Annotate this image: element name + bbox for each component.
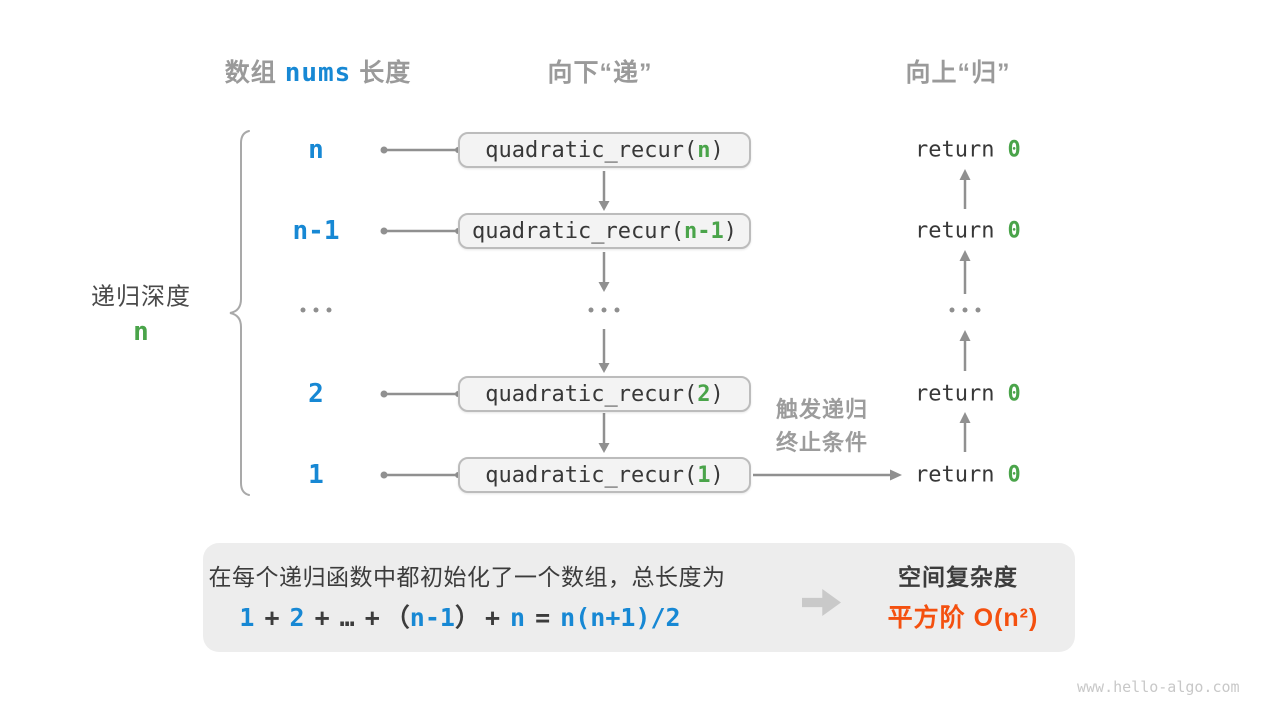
base-case-arrow	[753, 469, 902, 481]
call-text: quadratic_recur(	[472, 218, 684, 244]
call-close: )	[710, 381, 724, 407]
summary-panel	[203, 543, 1075, 652]
connector-row-n-1	[380, 227, 461, 235]
ascend-arrow-3	[959, 330, 971, 371]
base-case-note-line2: 终止条件	[775, 430, 869, 455]
recursion-depth-value: n	[133, 317, 149, 347]
call-box-n: quadratic_recur(n)	[458, 132, 751, 168]
space-complexity-value: 平方阶 O(n²)	[887, 604, 1039, 632]
summary-formula: 1+2+…+（n-1）+n=n(n+1)/2	[239, 603, 681, 632]
call-arg: n-1	[683, 218, 724, 244]
call-text: quadratic_recur(	[485, 137, 698, 163]
call-close: )	[723, 218, 737, 244]
ellipsis-middle: ...	[588, 307, 620, 313]
call-arg: n	[697, 137, 711, 163]
call-arg: 2	[697, 381, 711, 407]
call-text: quadratic_recur(	[485, 381, 698, 407]
call-box-n-1: quadratic_recur(n-1)	[458, 213, 751, 249]
length-label-1: 1	[308, 460, 324, 490]
call-arg: 1	[697, 462, 711, 488]
ellipsis-right: ...	[949, 307, 981, 313]
call-box-2: quadratic_recur(2)	[458, 376, 751, 412]
connector-row-n	[380, 146, 461, 154]
connector-row-2	[380, 390, 461, 398]
ascend-arrow-1	[959, 169, 971, 209]
length-label-n: n	[308, 135, 324, 165]
call-close: )	[710, 137, 724, 163]
ascend-arrow-2	[959, 250, 971, 294]
recursion-depth-label: 递归深度	[91, 283, 191, 311]
descend-arrow-4	[598, 413, 610, 453]
space-complexity-title: 空间复杂度	[898, 564, 1018, 590]
call-box-1: quadratic_recur(1)	[458, 457, 751, 493]
ascend-arrow-4	[959, 412, 971, 452]
call-close: )	[710, 462, 724, 488]
length-label-2: 2	[308, 379, 324, 409]
descend-arrow-3	[598, 329, 610, 373]
descend-arrow-2	[598, 252, 610, 292]
base-case-note-line1: 触发递归	[775, 397, 869, 422]
header-array-length: 数组 nums 长度	[224, 58, 412, 88]
watermark: www.hello-algo.com	[1077, 678, 1240, 696]
depth-brace	[229, 130, 250, 496]
summary-text: 在每个递归函数中都初始化了一个数组，总长度为	[208, 564, 726, 590]
call-text: quadratic_recur(	[485, 462, 698, 488]
header-ascend: 向上“归”	[905, 59, 1011, 87]
ellipsis-left: ...	[300, 307, 332, 313]
header-descend: 向下“递”	[547, 59, 653, 87]
length-label-n-1: n-1	[292, 216, 340, 246]
nums-code-text: nums	[284, 58, 352, 88]
descend-arrow-1	[598, 171, 610, 211]
connector-row-1	[380, 471, 461, 479]
